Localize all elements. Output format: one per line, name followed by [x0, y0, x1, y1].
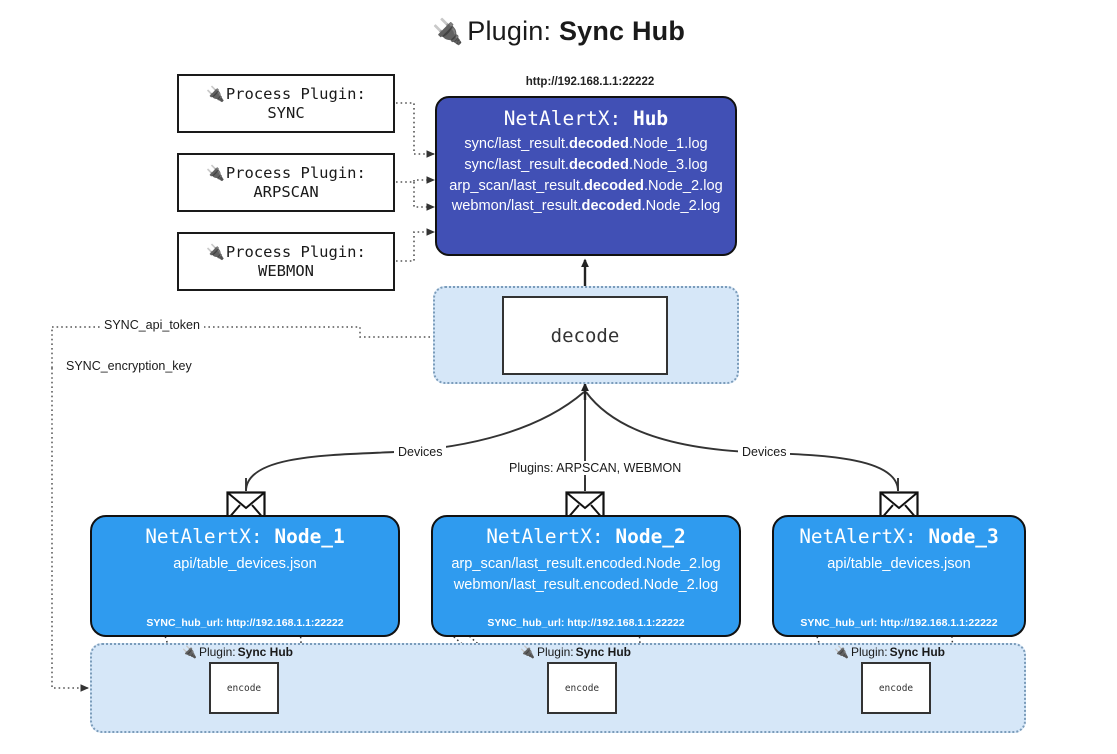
encode-caption-label: Plugin:: [536, 645, 574, 659]
node-title: NetAlertX: Node_2: [486, 525, 686, 548]
hub-log-line: sync/last_result.decoded.Node_1.log: [464, 136, 708, 152]
encode-box-1[interactable]: encode: [209, 662, 279, 714]
node-log-list: api/table_devices.json: [173, 556, 317, 617]
node-3[interactable]: NetAlertX: Node_3 api/table_devices.json…: [772, 515, 1026, 637]
process-plugin-label: Process Plugin:: [225, 84, 366, 103]
process-plugin-sync[interactable]: 🔌 Process Plugin: SYNC: [177, 74, 395, 133]
hub-log-line: sync/last_result.decoded.Node_3.log: [464, 156, 708, 173]
node-log-list: api/table_devices.json: [827, 556, 971, 617]
process-plugin-name: ARPSCAN: [253, 182, 319, 201]
plug-icon: 🔌: [182, 645, 197, 659]
process-plugin-name: SYNC: [267, 103, 305, 122]
process-plugin-label: Process Plugin:: [225, 163, 366, 182]
encode-caption-label: Plugin:: [850, 645, 888, 659]
hub-title-prefix: NetAlertX:: [503, 107, 622, 130]
page-title-label: Plugin:: [467, 16, 552, 46]
encode-caption-value: Sync Hub: [237, 645, 293, 659]
encode-plugin-caption-1: 🔌 Plugin: Sync Hub: [182, 645, 293, 659]
edge-label-plugins: Plugins: ARPSCAN, WEBMON: [505, 461, 686, 475]
node-2[interactable]: NetAlertX: Node_2 arp_scan/last_result.e…: [431, 515, 741, 637]
node-hub-url: SYNC_hub_url: http://192.168.1.1:22222: [146, 617, 344, 629]
encode-caption-value: Sync Hub: [575, 645, 631, 659]
edge-label-encryption-key: SYNC_encryption_key: [62, 359, 196, 373]
hub-title: NetAlertX: Hub: [504, 107, 668, 130]
process-plugin-arpscan[interactable]: 🔌 Process Plugin: ARPSCAN: [177, 153, 395, 212]
hub-title-value: Hub: [632, 107, 669, 130]
hub-log-line: arp_scan/last_result.decoded.Node_2.log: [449, 177, 723, 194]
node-log-line: arp_scan/last_result.encoded.Node_2.log: [451, 556, 721, 572]
encode-box-3[interactable]: encode: [861, 662, 931, 714]
plug-icon: 🔌: [206, 84, 225, 103]
plug-icon: 🔌: [431, 18, 464, 46]
node-title: NetAlertX: Node_1: [145, 525, 345, 548]
encode-plugin-caption-3: 🔌 Plugin: Sync Hub: [834, 645, 945, 659]
node-log-line: webmon/last_result.encoded.Node_2.log: [453, 577, 719, 593]
process-plugin-name: WEBMON: [258, 261, 314, 280]
hub-log-line: webmon/last_result.decoded.Node_2.log: [451, 198, 721, 215]
edge-label-devices-left: Devices: [394, 445, 447, 459]
node-hub-url: SYNC_hub_url: http://192.168.1.1:22222: [487, 617, 685, 629]
decode-box[interactable]: decode: [502, 296, 668, 375]
page-title: 🔌Plugin: Sync Hub: [0, 16, 1117, 47]
plug-icon: 🔌: [520, 645, 535, 659]
edge-label-api-token: SYNC_api_token: [100, 318, 204, 332]
node-log-line: api/table_devices.json: [173, 556, 317, 572]
node-log-list: arp_scan/last_result.encoded.Node_2.log …: [451, 556, 720, 617]
node-1[interactable]: NetAlertX: Node_1 api/table_devices.json…: [90, 515, 400, 637]
edge-label-devices-right: Devices: [738, 445, 791, 459]
plug-icon: 🔌: [834, 645, 849, 659]
node-log-line: api/table_devices.json: [827, 556, 971, 572]
plug-icon: 🔌: [206, 242, 225, 261]
hub-log-list: sync/last_result.decoded.Node_1.log sync…: [437, 136, 735, 215]
node-hub-url: SYNC_hub_url: http://192.168.1.1:22222: [800, 617, 998, 629]
encode-caption-label: Plugin:: [198, 645, 236, 659]
encode-plugin-caption-2: 🔌 Plugin: Sync Hub: [520, 645, 631, 659]
process-plugin-webmon[interactable]: 🔌 Process Plugin: WEBMON: [177, 232, 395, 291]
hub-url-label: http://192.168.1.1:22222: [525, 76, 655, 88]
process-plugin-label: Process Plugin:: [225, 242, 366, 261]
encode-box-2[interactable]: encode: [547, 662, 617, 714]
encode-caption-value: Sync Hub: [889, 645, 945, 659]
plug-icon: 🔌: [206, 163, 225, 182]
node-title: NetAlertX: Node_3: [799, 525, 999, 548]
hub-node[interactable]: NetAlertX: Hub sync/last_result.decoded.…: [435, 96, 737, 256]
page-title-value: Sync Hub: [558, 16, 686, 46]
